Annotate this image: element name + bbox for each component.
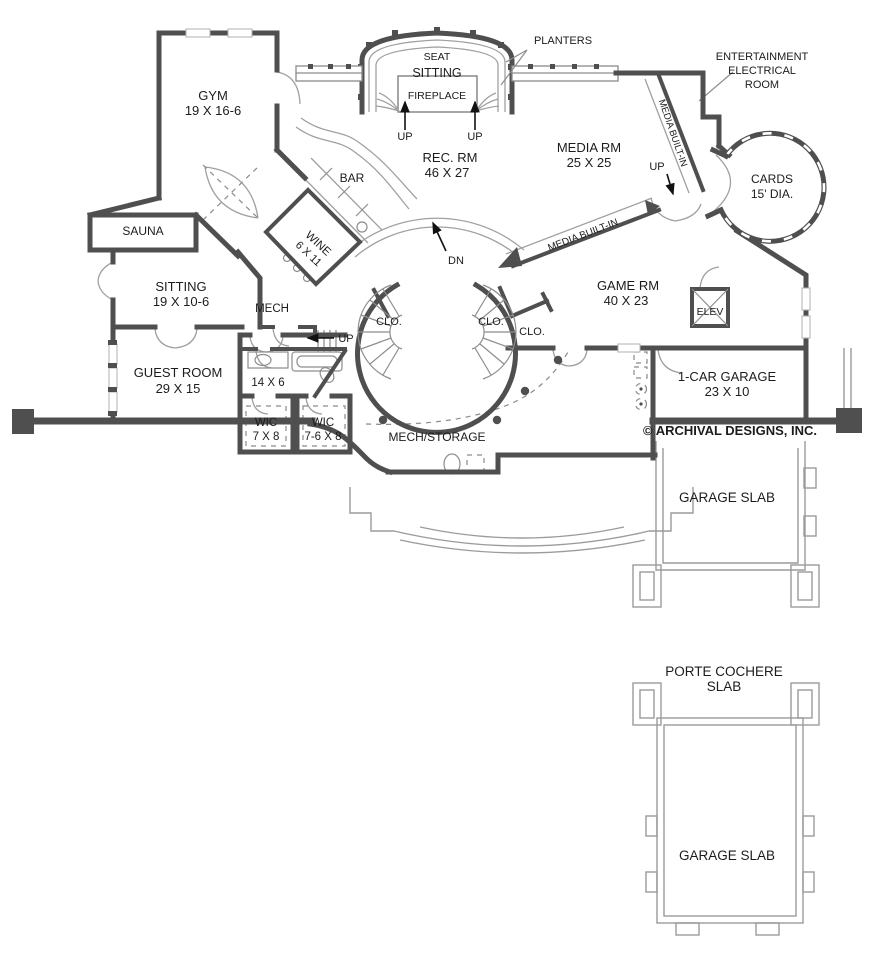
door-arcs xyxy=(97,71,732,415)
up-label-bay-right: UP xyxy=(467,131,482,143)
wic-left-label: WIC xyxy=(255,417,277,429)
media-room-label: MEDIA RM xyxy=(557,140,621,155)
bath-dims: 14 X 6 xyxy=(251,377,284,389)
direction-arrows xyxy=(306,100,675,343)
terrace-outline xyxy=(349,348,852,554)
gym-label: GYM xyxy=(198,88,228,103)
wic-right-dims: 7-6 X 8 xyxy=(304,431,341,443)
fireplace-label: FIREPLACE xyxy=(408,90,466,102)
wic-right-label: WIC xyxy=(312,417,334,429)
mech-storage-label: MECH/STORAGE xyxy=(388,430,485,444)
elev-label: ELEV xyxy=(697,306,724,318)
sitting-label: SITTING xyxy=(155,279,206,294)
bar-label: BAR xyxy=(340,171,365,185)
garage-slab-top-label: GARAGE SLAB xyxy=(679,490,775,505)
porte-cochere-label-1: PORTE COCHERE xyxy=(665,664,783,679)
garage-label: 1-CAR GARAGE xyxy=(678,369,777,384)
wine-label-group: WINE 6 X 11 xyxy=(293,229,333,269)
entertainment-label-3: ROOM xyxy=(745,79,779,91)
garage-dims: 23 X 10 xyxy=(705,384,750,399)
column-line xyxy=(365,351,569,425)
closet-label-2: CLO. xyxy=(478,316,504,328)
circular-stair xyxy=(355,281,554,435)
cards-label: CARDS xyxy=(751,172,793,186)
bar-counter xyxy=(296,157,383,244)
entertainment-label-1: ENTERTAINMENT xyxy=(716,51,809,63)
up-label-media: UP xyxy=(649,161,664,173)
planter-left xyxy=(295,64,363,82)
gym-dims: 19 X 16-6 xyxy=(185,103,241,118)
rec-room-curved-half-wall xyxy=(295,117,418,210)
fireplace-box xyxy=(397,75,478,113)
media-builtin-lower-label: MEDIA BUILT-IN xyxy=(547,217,620,254)
rec-room-label: REC. RM xyxy=(423,150,478,165)
guest-room-label: GUEST ROOM xyxy=(134,365,223,380)
porte-cochere-label-2: SLAB xyxy=(707,679,742,694)
stair-left-fan xyxy=(357,284,403,380)
sitting-bay-label: SITTING xyxy=(412,66,461,80)
planter-right xyxy=(511,64,619,82)
cards-turret xyxy=(704,130,827,244)
elevator xyxy=(690,287,730,328)
game-room-label: GAME RM xyxy=(597,278,659,293)
porte-cochere-columns xyxy=(632,564,820,726)
exterior-interior-walls xyxy=(12,30,862,476)
media-room-dims: 25 X 25 xyxy=(567,155,612,170)
seat-label: SEAT xyxy=(424,51,451,63)
garage-slab-bottom-label: GARAGE SLAB xyxy=(679,848,775,863)
stair-right-fan xyxy=(471,284,517,380)
sitting-dims: 19 X 10-6 xyxy=(153,294,209,309)
entertainment-label-2: ELECTRICAL xyxy=(728,65,796,77)
wic-left-dims: 7 X 8 xyxy=(253,431,280,443)
wic-closet-dashes xyxy=(245,405,346,447)
garage-slab-bottom-outline xyxy=(645,717,815,936)
copyright-text: © ARCHIVAL DESIGNS, INC. xyxy=(643,423,817,438)
rec-room-dims: 46 X 27 xyxy=(425,165,470,180)
up-label-bay-left: UP xyxy=(397,131,412,143)
guest-room-dims: 29 X 15 xyxy=(156,381,201,396)
up-label-stair: UP xyxy=(338,333,353,345)
closet-label-1: CLO. xyxy=(376,316,402,328)
sitting-bay xyxy=(358,27,515,115)
mech-label: MECH xyxy=(255,303,289,315)
window-marks xyxy=(108,28,811,416)
garage-utility-equipment xyxy=(633,351,648,411)
media-builtin-lower-group: MEDIA BUILT-IN xyxy=(547,217,620,254)
labels: SEAT SITTING FIREPLACE PLANTERS ENTERTAI… xyxy=(122,35,817,863)
game-room-dims: 40 X 23 xyxy=(604,293,649,308)
dn-label: DN xyxy=(448,255,464,267)
cards-dims: 15' DIA. xyxy=(751,187,793,201)
planters-label: PLANTERS xyxy=(534,35,592,47)
closet-label-3: CLO. xyxy=(519,326,545,338)
planters-leader-lines xyxy=(500,49,528,86)
sauna-label: SAUNA xyxy=(122,224,163,238)
garage-slab-top-outline xyxy=(655,441,817,571)
